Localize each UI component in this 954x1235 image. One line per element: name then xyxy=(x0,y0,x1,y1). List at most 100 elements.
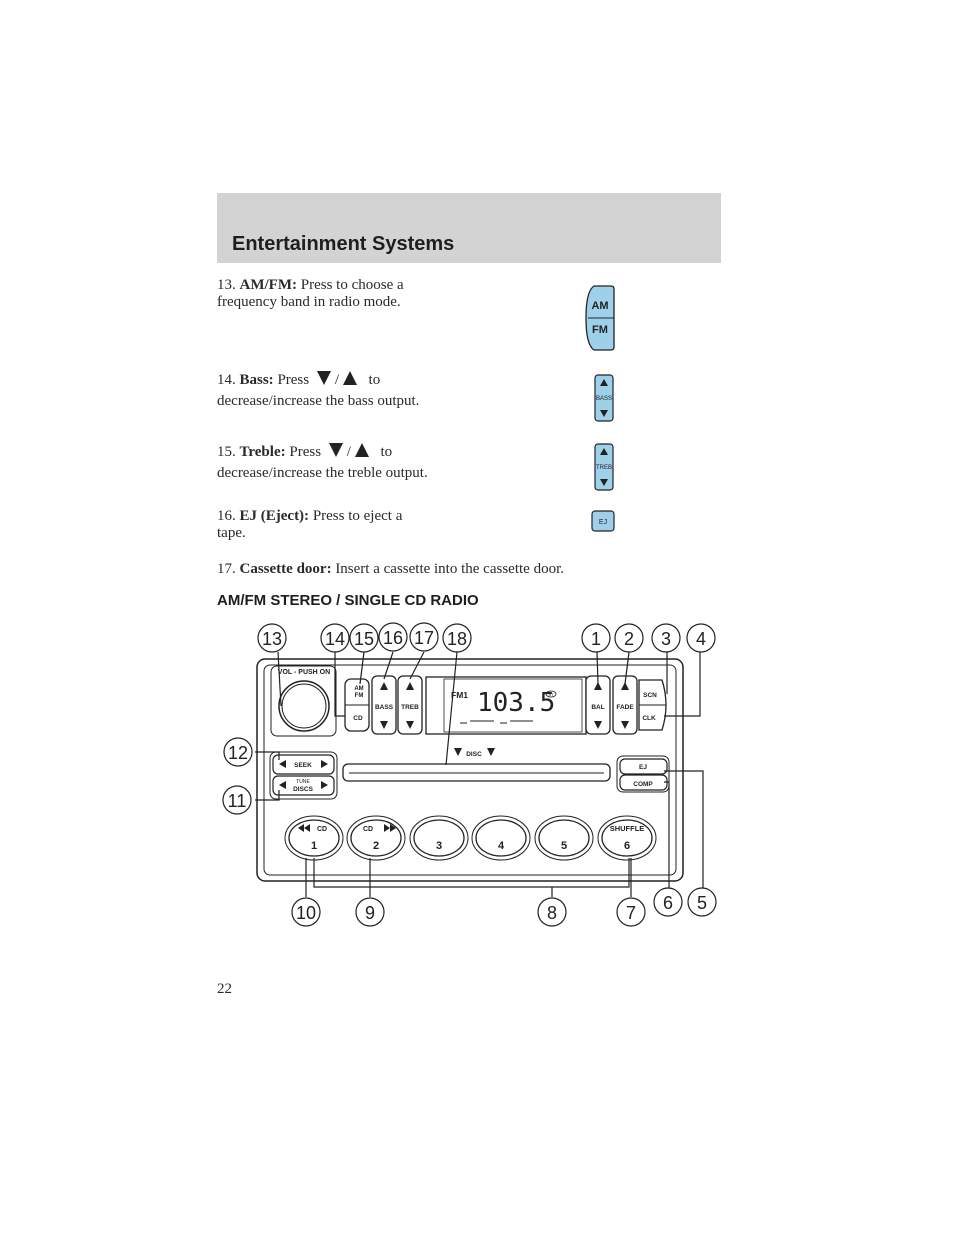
seek-button[interactable] xyxy=(272,754,335,775)
callout-16: 16 xyxy=(378,622,408,652)
callout-9: 9 xyxy=(355,897,385,927)
disc-down-icon xyxy=(454,748,462,756)
preset-button-4[interactable]: 4 xyxy=(471,815,531,861)
ej-label: EJ xyxy=(599,519,607,526)
bal-down-icon xyxy=(594,721,602,729)
item-13: 13. AM/FM: Press to choose a frequency b… xyxy=(217,277,404,311)
amfm-button-icon: AM FM xyxy=(585,285,615,351)
section-title: AM/FM STEREO / SINGLE CD RADIO xyxy=(217,592,479,609)
item-text: Press to choose a xyxy=(300,277,404,293)
preset-3-num: 3 xyxy=(436,840,442,852)
item-16: 16. EJ (Eject): Press to eject a tape. xyxy=(217,508,402,542)
item-label: EJ (Eject): xyxy=(239,508,310,524)
callout-7: 7 xyxy=(616,897,646,927)
callout-11: 11 xyxy=(222,785,252,815)
callout-15: 15 xyxy=(349,623,379,653)
item-text: decrease/increase the bass output. xyxy=(217,393,420,409)
svg-text:14: 14 xyxy=(325,629,345,649)
item-text: to xyxy=(380,444,393,460)
vol-knob-inner xyxy=(281,683,327,729)
treb-rocker[interactable] xyxy=(397,675,423,735)
rewind-icon xyxy=(298,824,304,832)
ej-button[interactable] xyxy=(619,758,668,775)
seek-tune-frame xyxy=(269,751,338,800)
bass-button-icon: BASS xyxy=(594,374,614,422)
radio-scn-label: SCN xyxy=(643,692,657,699)
item-text: tape. xyxy=(217,525,246,541)
fade-rocker[interactable] xyxy=(612,675,638,735)
svg-text:11: 11 xyxy=(228,791,247,811)
up-triangle-icon xyxy=(354,443,369,457)
radio-clk-label: CLK xyxy=(642,715,656,722)
vol-frame xyxy=(270,665,337,737)
seek-left-icon xyxy=(279,760,286,768)
tune-discs-button[interactable] xyxy=(272,775,335,796)
disc-down-icon-2 xyxy=(487,748,495,756)
callout-17: 17 xyxy=(409,622,439,652)
callout-2: 2 xyxy=(614,623,644,653)
header-band: Entertainment Systems xyxy=(217,193,721,263)
treb-down-icon xyxy=(406,721,414,729)
ej-comp-frame xyxy=(616,755,670,793)
preset-button-5[interactable]: 5 xyxy=(534,815,594,861)
svg-text:4: 4 xyxy=(696,629,706,649)
item-label: Bass: xyxy=(239,372,274,388)
page-title: Entertainment Systems xyxy=(232,233,455,255)
item-label: AM/FM: xyxy=(239,277,297,293)
item-number: 13. xyxy=(217,277,236,293)
leader-lines xyxy=(255,651,704,897)
item-17: 17. Cassette door: Insert a cassette int… xyxy=(217,561,564,578)
bass-up-icon xyxy=(380,682,388,690)
page-number: 22 xyxy=(217,981,232,997)
callout-6: 6 xyxy=(653,887,683,917)
radio-display xyxy=(425,676,587,735)
svg-text:13: 13 xyxy=(262,629,282,649)
item-15: 15. Treble: Press / to decrease/increase… xyxy=(217,442,428,482)
callout-5: 5 xyxy=(687,887,717,917)
svg-text:9: 9 xyxy=(365,903,375,923)
tune-left-icon xyxy=(279,781,286,789)
eject-button-icon: EJ xyxy=(591,510,615,532)
item-text: Press to eject a xyxy=(312,508,403,524)
radio-comp-label: COMP xyxy=(633,781,653,788)
radio-faceplate xyxy=(263,664,677,876)
item-slash: / xyxy=(346,444,351,460)
item-slash: / xyxy=(334,372,340,388)
bass-rocker[interactable] xyxy=(371,675,397,735)
radio-discs-label: DISCS xyxy=(293,786,314,793)
preset-2-num: 2 xyxy=(373,840,379,852)
svg-text:7: 7 xyxy=(626,903,636,923)
radio-fm-label: FM xyxy=(355,693,364,699)
svg-text:1: 1 xyxy=(591,629,601,649)
callouts: 13 14 15 16 17 18 1 2 3 4 12 11 10 9 8 7… xyxy=(222,622,717,927)
item-text: Press xyxy=(277,372,310,388)
preset-button-3[interactable]: 3 xyxy=(409,815,469,861)
vol-knob[interactable] xyxy=(278,680,330,732)
fast-forward-icon xyxy=(384,824,390,832)
radio-tune-label: TUNE xyxy=(296,779,310,785)
preset-button-6[interactable]: SHUFFLE 6 xyxy=(597,815,657,861)
preset-button-2[interactable]: CD 2 xyxy=(346,815,406,861)
callout-1: 1 xyxy=(581,623,611,653)
radio-ej-label: EJ xyxy=(639,764,647,771)
down-triangle-icon xyxy=(316,371,331,385)
item-14: 14. Bass: Press / to decrease/increase t… xyxy=(217,370,419,410)
vol-label: VOL - PUSH ON xyxy=(278,669,330,676)
rewind-icon-2 xyxy=(304,824,310,832)
preset-button-1[interactable]: CD 1 xyxy=(284,815,344,861)
svg-text:6: 6 xyxy=(663,893,673,913)
svg-text:12: 12 xyxy=(228,743,248,763)
up-triangle-icon xyxy=(343,371,358,385)
fm-label: FM xyxy=(592,324,608,336)
radio-fade-label: FADE xyxy=(616,704,634,711)
svg-text:8: 8 xyxy=(547,903,557,923)
treb-up-icon xyxy=(406,682,414,690)
radio-bass-label: BASS xyxy=(375,704,394,711)
item-number: 14. xyxy=(217,372,236,388)
display-stereo: ST xyxy=(548,692,554,697)
preset-6-num: 6 xyxy=(624,840,630,852)
callout-13: 13 xyxy=(257,623,287,653)
item-text: Press xyxy=(289,444,322,460)
radio-cd-label: CD xyxy=(353,715,363,722)
